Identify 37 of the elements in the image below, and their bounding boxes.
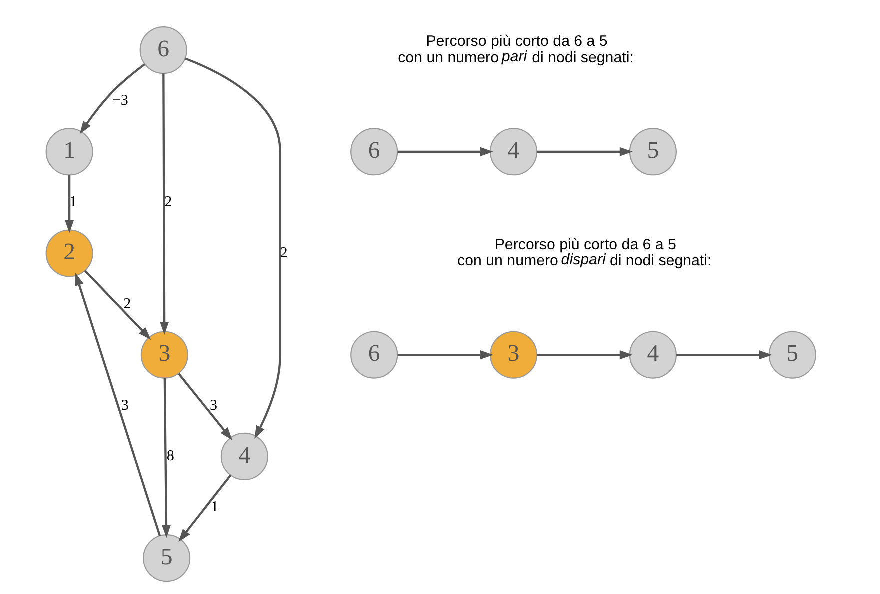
arrow [84,270,152,340]
label: Percorso più corto da 6 a 5 con un numero dispari di nodi segnati: [458,236,712,270]
edge-label: 1 [70,194,78,211]
edge-label: 1 [211,499,219,516]
edge-label: 3 [210,398,218,414]
node-circle: 3 [140,331,188,379]
edge-label: 3 [121,398,129,414]
edge-label: 2 [164,194,172,211]
arrow [160,74,170,335]
arrow [162,378,172,538]
arrow [65,176,74,234]
edge-label: 8 [166,448,174,465]
arrow [178,373,233,441]
arrow [398,350,494,360]
node-circle: 3 [490,331,538,379]
edge-label: −3 [112,93,128,110]
node-circle: 5 [768,331,816,379]
arrow [185,58,282,440]
arrow [676,350,772,360]
node-circle: 5 [629,128,677,176]
arrow [75,272,162,536]
arrow [80,64,146,134]
node-circle: 2 [46,230,94,278]
node-circle: 6 [140,26,188,74]
arrow [178,474,232,542]
arrow [537,350,633,360]
node-circle: 6 [350,128,398,176]
edge-label: 2 [124,296,132,312]
label: Percorso più corto da 6 a 5 con un numero pari di nodi segnati: [398,33,634,66]
node-circle: 5 [143,534,191,582]
node-circle: 1 [46,128,94,176]
node-circle: 6 [350,331,398,379]
arrow [398,147,494,156]
node-circle: 4 [490,128,538,176]
arrow [537,147,633,156]
node-circle: 4 [220,432,268,480]
node-circle: 4 [629,331,677,379]
